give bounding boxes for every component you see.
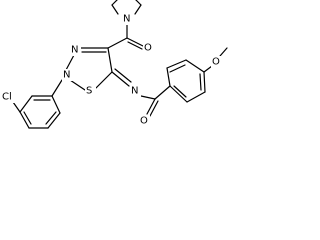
bond-n3-n2 — [65, 54, 75, 71]
bond-c5-n-imine — [111, 71, 130, 87]
bond-ar1-2 — [47, 112, 61, 129]
bond-amide-o-double — [149, 100, 159, 117]
bond-pyr-2 — [111, 0, 118, 6]
bond-amide-aryl — [154, 85, 171, 100]
atom-o-methoxy: O — [212, 57, 220, 68]
bond-ar2-6 — [169, 85, 188, 103]
chlorophenyl-ring — [12, 79, 63, 129]
molecule-drawing: N O N N S N O O Cl — [1, 0, 228, 129]
bond-carbonyl-co-2 — [127, 41, 143, 50]
bond-ar2-5 — [186, 91, 206, 103]
bond-c5-c4 — [107, 47, 113, 73]
atom-o-amide: O — [140, 116, 148, 127]
atom-n-imine: N — [131, 86, 138, 97]
bond-o-methyl — [219, 47, 228, 57]
bond-s-c5 — [95, 71, 113, 89]
bond-carbonyl-co — [126, 37, 144, 47]
imine-amide — [111, 68, 171, 117]
bond-ar2-6-double — [173, 85, 187, 98]
bond-ar1-4 — [19, 111, 30, 129]
bond-ar1-2-double — [45, 111, 57, 125]
atom-s: S — [86, 86, 92, 97]
bond-pyr-4 — [135, 0, 142, 6]
bond-carbonyl-ring — [107, 37, 128, 49]
bond-ar1-5 — [19, 95, 33, 113]
bond-ar2-o — [203, 65, 213, 73]
bond-n2-ar1 — [51, 79, 63, 97]
thiadiazole-ring — [65, 47, 113, 91]
bond-pyr-1 — [111, 4, 119, 15]
methoxyphenyl-ring — [166, 47, 228, 103]
bond-ar2-2 — [166, 59, 187, 69]
bond-ar1-cl — [12, 101, 21, 113]
bond-ar2-2-double — [169, 64, 186, 73]
bond-pyr-3 — [134, 4, 142, 15]
bond-ar1-4-double — [23, 111, 32, 125]
atom-n3: N — [71, 45, 78, 56]
atom-n2: N — [63, 70, 70, 81]
bond-ar2-3 — [185, 59, 205, 73]
atom-n-pyrrolidine: N — [123, 14, 130, 25]
atom-o-carbonyl: O — [144, 43, 152, 54]
atom-labels: N O N N S N O O Cl — [1, 13, 222, 127]
pyrrolidine-carbonyl — [107, 24, 144, 50]
bond-ar2-4 — [203, 71, 206, 93]
structure-diagram: N O N N S N O O Cl — [0, 0, 228, 148]
bond-c5-n-imine-double — [114, 68, 132, 83]
bond-n2-s — [69, 79, 86, 91]
pyrrolidine-ring — [111, 0, 142, 15]
bond-ar2-1 — [166, 67, 171, 87]
bond-ar2-4-double — [199, 73, 202, 91]
bond-n-amide — [140, 95, 156, 100]
atom-cl: Cl — [2, 92, 12, 103]
bond-ar1-1 — [51, 95, 61, 114]
bond-amide-o — [146, 98, 156, 115]
